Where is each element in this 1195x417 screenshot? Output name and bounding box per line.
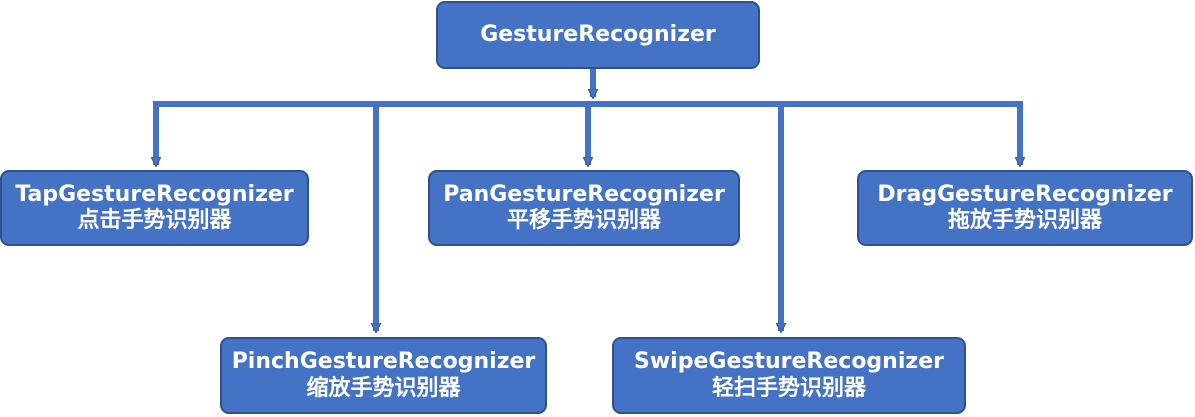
node-title: TapGestureRecognizer <box>15 181 294 207</box>
node-subtitle: 轻扫手势识别器 <box>711 375 866 401</box>
node-swipe-gesture-recognizer: SwipeGestureRecognizer 轻扫手势识别器 <box>612 337 966 414</box>
node-subtitle: 缩放手势识别器 <box>306 375 461 401</box>
node-subtitle: 点击手势识别器 <box>77 208 232 233</box>
node-tap-gesture-recognizer: TapGestureRecognizer 点击手势识别器 <box>0 170 309 246</box>
node-pinch-gesture-recognizer: PinchGestureRecognizer 缩放手势识别器 <box>220 337 547 414</box>
node-drag-gesture-recognizer: DragGestureRecognizer 拖放手势识别器 <box>857 170 1193 246</box>
node-subtitle: 拖放手势识别器 <box>947 208 1102 233</box>
node-title: DragGestureRecognizer <box>877 181 1173 207</box>
node-pan-gesture-recognizer: PanGestureRecognizer 平移手势识别器 <box>428 170 740 246</box>
node-title: GestureRecognizer <box>480 21 716 47</box>
node-title: PanGestureRecognizer <box>443 181 725 207</box>
node-title: SwipeGestureRecognizer <box>634 349 944 375</box>
node-subtitle: 平移手势识别器 <box>506 208 661 233</box>
node-gesture-recognizer: GestureRecognizer <box>436 1 760 69</box>
node-title: PinchGestureRecognizer <box>231 349 536 375</box>
